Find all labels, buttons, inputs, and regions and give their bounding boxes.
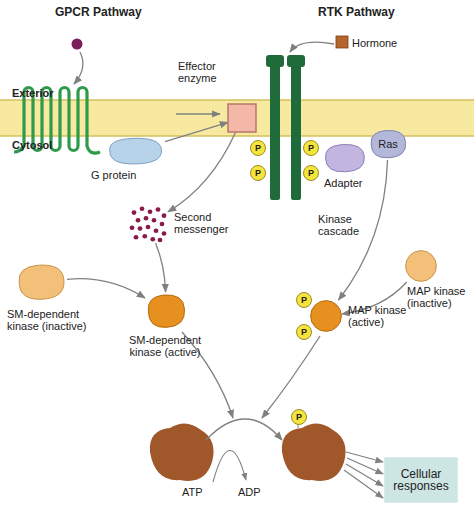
phosphate-marker: P	[303, 140, 319, 156]
phosphate-marker: P	[250, 165, 266, 181]
target-protein	[150, 423, 214, 480]
messenger-dot	[134, 235, 139, 240]
messenger-dot	[156, 207, 161, 212]
node-shape	[15, 262, 67, 302]
phosphate-marker: P	[250, 140, 266, 156]
membrane-arrow	[176, 113, 220, 114]
shape-outline	[148, 295, 184, 328]
messenger-dot	[142, 234, 147, 239]
messenger-dot	[148, 210, 153, 215]
compartment-label: Exterior	[12, 87, 54, 99]
node-label: Effector enzyme	[178, 60, 232, 84]
messenger-dot	[158, 238, 163, 243]
adp-label: ADP	[238, 486, 261, 498]
phosphate-marker: P	[296, 292, 312, 308]
shape-outline	[228, 104, 256, 132]
hormone-square	[336, 36, 348, 48]
connector-arrow	[342, 282, 407, 314]
pathway-heading: GPCR Pathway	[55, 6, 142, 18]
rtk-chain	[291, 55, 301, 200]
messenger-dot	[152, 218, 157, 223]
messenger-dot	[144, 216, 149, 221]
node-shape	[128, 205, 168, 243]
atp-arrow	[213, 450, 246, 482]
phosphate-marker: P	[303, 165, 319, 181]
response-box: Cellular responses	[385, 458, 457, 502]
adapter-protein: Adapter	[322, 142, 367, 174]
membrane-band	[0, 100, 474, 136]
edge-label: Kinase cascade	[318, 213, 368, 237]
messenger-dot	[146, 225, 151, 230]
node-shape	[145, 292, 187, 330]
shape-outline	[311, 301, 342, 332]
node-label: MAP kinase (inactive)	[407, 285, 471, 309]
messenger-dot	[162, 231, 167, 236]
node-label: SM-dependent kinase (inactive)	[7, 308, 99, 332]
node-label: Second messenger	[174, 211, 236, 235]
response-arrow	[344, 470, 383, 498]
node-label: G protein	[91, 169, 161, 181]
node-shape	[310, 300, 342, 332]
messenger-dot	[136, 218, 141, 223]
node-label: Adapter	[324, 177, 384, 189]
node-label: Ras	[368, 128, 408, 160]
connector-arrow	[165, 122, 228, 141]
phosphate-marker: P	[291, 409, 307, 425]
shape-outline	[19, 265, 64, 299]
shape-outline	[110, 138, 162, 164]
connector-arrow	[168, 132, 236, 212]
messenger-dot	[162, 213, 167, 218]
effector-enzyme: Effector enzyme	[228, 104, 256, 132]
messenger-dot	[154, 229, 159, 234]
phosphate-marker: P	[296, 324, 312, 340]
atp-label: ATP	[182, 486, 203, 498]
target-protein	[282, 423, 346, 480]
node-shape	[322, 142, 367, 174]
node-label: Cellular responses	[385, 458, 457, 502]
compartment-label: Cytosol	[12, 139, 52, 151]
connector-arrow	[156, 243, 166, 292]
shape-outline	[326, 144, 365, 171]
messenger-dot	[138, 226, 143, 231]
reaction-arrow	[206, 419, 282, 440]
shape-outline	[385, 458, 457, 502]
g-protein: G protein	[105, 136, 165, 166]
second-messenger: Second messenger	[128, 205, 168, 243]
messenger-dot	[160, 222, 165, 227]
connector-arrow	[67, 279, 145, 298]
rtk-knob	[266, 55, 284, 67]
ligand-dot	[72, 39, 83, 50]
node-label: MAP kinase (active)	[348, 304, 418, 328]
messenger-dot	[132, 210, 137, 215]
hormone-label: Hormone	[352, 37, 397, 49]
response-arrow	[347, 458, 383, 474]
messenger-dot	[130, 226, 135, 231]
node-label: SM-dependent kinase (active)	[115, 334, 215, 358]
kinase-active: SM-dependent kinase (active)	[145, 292, 187, 330]
node-shape	[228, 104, 256, 132]
messenger-dot	[140, 207, 145, 212]
shape-outline	[406, 251, 437, 282]
kinase-inactive: SM-dependent kinase (inactive)	[15, 262, 67, 302]
messenger-dot	[150, 237, 155, 242]
rtk-knob	[287, 55, 305, 67]
ras-protein: Ras	[368, 128, 408, 160]
kinase-arrow	[262, 336, 320, 418]
node-shape	[405, 250, 437, 282]
map-kinase-active: MAP kinase (active)	[310, 300, 342, 332]
pathway-heading: RTK Pathway	[318, 6, 395, 18]
node-shape	[105, 136, 165, 166]
hormone-arrow	[290, 42, 334, 52]
membrane-edge	[0, 99, 474, 101]
rtk-chain	[270, 55, 280, 200]
ligand-arrow	[74, 52, 83, 84]
map-kinase-inactive: MAP kinase (inactive)	[405, 250, 437, 282]
